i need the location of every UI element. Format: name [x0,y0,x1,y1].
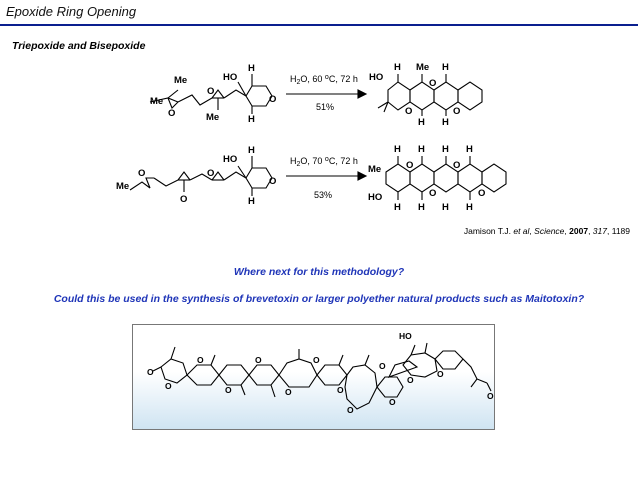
oxygen-label: O [180,194,187,205]
citation-volume: 317 [592,226,607,236]
section-heading: Triepoxide and Bisepoxide [12,40,146,52]
reaction-scheme: Me Me O O Me HO H H O H2O, 60 oC, 72 h 5… [0,50,638,230]
oxygen-label: O [138,168,145,179]
oxygen-label: O [255,355,262,365]
slide-title: Epoxide Ring Opening [6,4,137,19]
oxygen-label: O [269,176,276,187]
oxygen-label: O [337,385,344,395]
citation-year: 2007 [569,226,589,236]
oxygen-label: O [407,375,414,385]
citation-etal: et al [513,226,530,236]
oxygen-label: O [429,78,436,89]
title-divider [0,24,638,26]
yield-1: 51% [316,102,334,112]
oxygen-label: O [147,367,154,377]
citation-pages: 1189 [611,226,630,236]
h-label: H [442,62,449,73]
oxygen-label: O [165,381,172,391]
oxygen-label: O [347,405,354,415]
oxygen-label: O [453,106,460,117]
h-label: H [442,117,449,128]
oxygen-label: O [225,385,232,395]
h-label: H [442,144,449,155]
me-label: Me [368,164,381,175]
h-label: H [248,114,255,125]
oxygen-label: O [313,355,320,365]
me-label: Me [416,62,429,73]
oxygen-label: O [285,387,292,397]
h-label: H [418,144,425,155]
me-label: Me [150,96,163,107]
question-polyether: Could this be used in the synthesis of b… [53,293,585,305]
oxygen-label: O [207,168,214,179]
h-label: H [248,145,255,156]
h-label: H [442,202,449,213]
ho-label: HO [223,72,237,83]
h-label: H [418,117,425,128]
oxygen-label: O [487,391,494,401]
oxygen-label: O [168,108,175,119]
oxygen-label: O [429,188,436,199]
h-label: H [248,63,255,74]
h-label: H [248,196,255,207]
oxygen-label: O [437,369,444,379]
me-label: Me [206,112,219,123]
h-label: H [394,62,401,73]
h-label: H [394,202,401,213]
ho-label: HO [368,192,382,203]
yield-2: 53% [314,190,332,200]
citation-authors: Jamison T.J. [463,226,511,236]
ho-label: HO [369,72,383,83]
oxygen-label: O [405,106,412,117]
ho-label: HO [223,154,237,165]
h-label: H [394,144,401,155]
oxygen-label: O [269,94,276,105]
me-label: Me [174,75,187,86]
ho-label: HO [399,331,412,341]
maitotoxin-structure-svg: O O O O O O O O O O O O O O HO [147,331,494,415]
h-label: H [418,202,425,213]
oxygen-label: O [406,160,413,171]
oxygen-label: O [207,86,214,97]
reaction-scheme-svg: Me Me O O Me HO H H O H2O, 60 oC, 72 h 5… [116,62,507,213]
oxygen-label: O [453,160,460,171]
oxygen-label: O [379,361,386,371]
conditions-2: H2O, 70 oC, 72 h [290,156,358,168]
oxygen-label: O [478,188,485,199]
oxygen-label: O [197,355,204,365]
oxygen-label: O [389,397,396,407]
maitotoxin-structure-box: O O O O O O O O O O O O O O HO [132,324,495,430]
h-label: H [466,144,473,155]
me-label: Me [116,181,129,192]
question-methodology: Where next for this methodology? [233,266,405,278]
citation-journal: Science [534,226,565,236]
citation: Jamison T.J. et al, Science, 2007, 317, … [463,226,630,236]
h-label: H [466,202,473,213]
conditions-1: H2O, 60 oC, 72 h [290,74,358,86]
